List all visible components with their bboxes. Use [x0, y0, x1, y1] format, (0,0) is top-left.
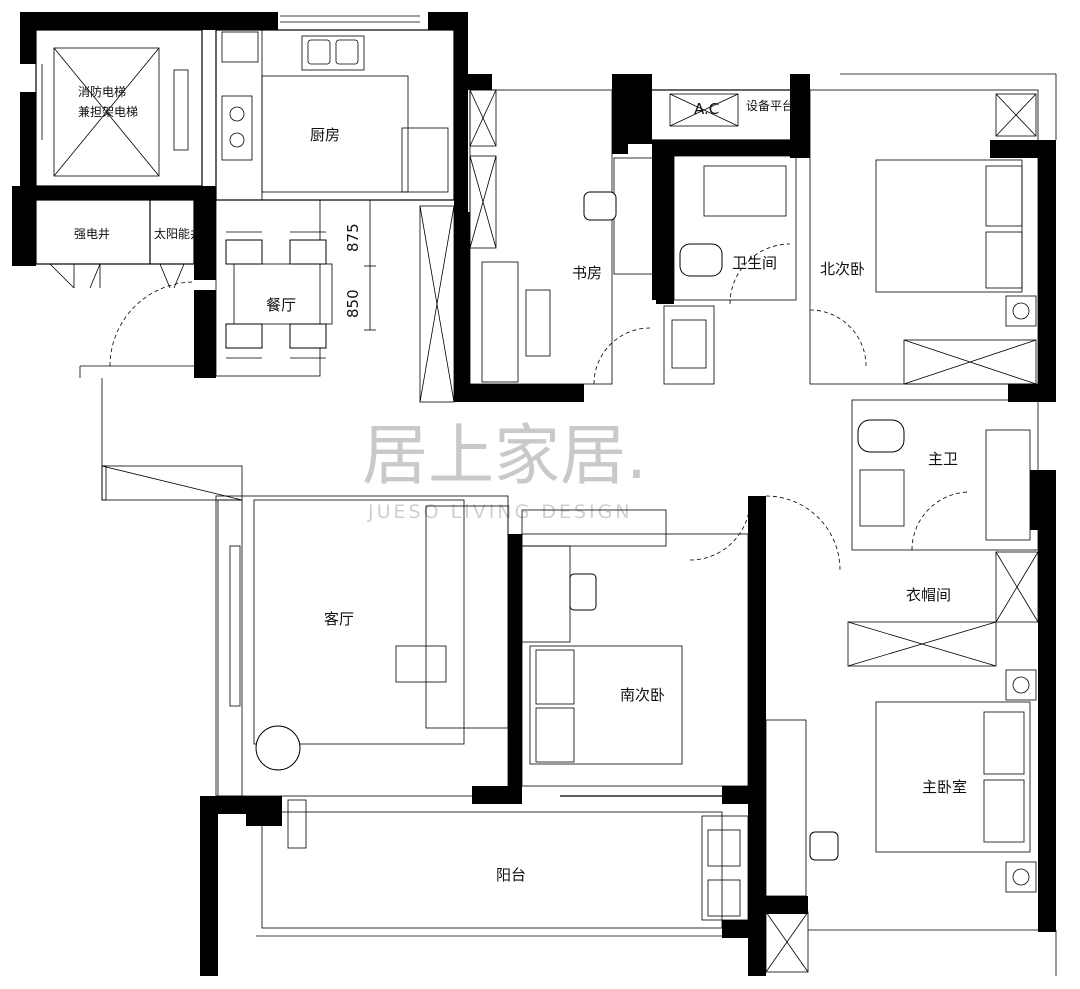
watermark: 居上家居. JUESO LIVING DESIGN — [362, 417, 647, 523]
dimension-labels: 875 850 — [344, 223, 362, 318]
room-labels: 消防电梯 兼担架电梯 厨房 强电井 太阳能井 餐厅 书房 A.C 设备平台 卫生… — [74, 84, 967, 884]
dimension-850: 850 — [344, 289, 362, 318]
outlines — [35, 15, 1057, 976]
label-study: 书房 — [572, 264, 602, 282]
label-equipment-platform: 设备平台 — [746, 98, 794, 113]
label-power-shaft: 强电井 — [74, 227, 110, 241]
label-dining: 餐厅 — [266, 296, 296, 314]
label-solar-shaft: 太阳能井 — [154, 226, 202, 241]
label-fire-elevator: 消防电梯 — [78, 84, 126, 99]
label-cloakroom: 衣帽间 — [906, 586, 951, 604]
watermark-tagline: JUESO LIVING DESIGN — [367, 501, 633, 523]
label-north-bedroom: 北次卧 — [820, 260, 865, 278]
label-balcony: 阳台 — [496, 866, 526, 884]
label-south-bedroom: 南次卧 — [620, 686, 665, 704]
label-ac: A.C — [694, 100, 719, 118]
label-stretcher-elevator: 兼担架电梯 — [78, 105, 138, 119]
walls — [12, 12, 1056, 976]
label-bathroom: 卫生间 — [732, 254, 777, 272]
label-living-room: 客厅 — [324, 610, 354, 628]
label-master-bath: 主卫 — [928, 450, 958, 468]
watermark-brand: 居上家居. — [362, 417, 647, 494]
label-kitchen: 厨房 — [310, 126, 340, 144]
dimension-875: 875 — [344, 223, 362, 252]
label-master-bedroom: 主卧室 — [922, 778, 967, 796]
